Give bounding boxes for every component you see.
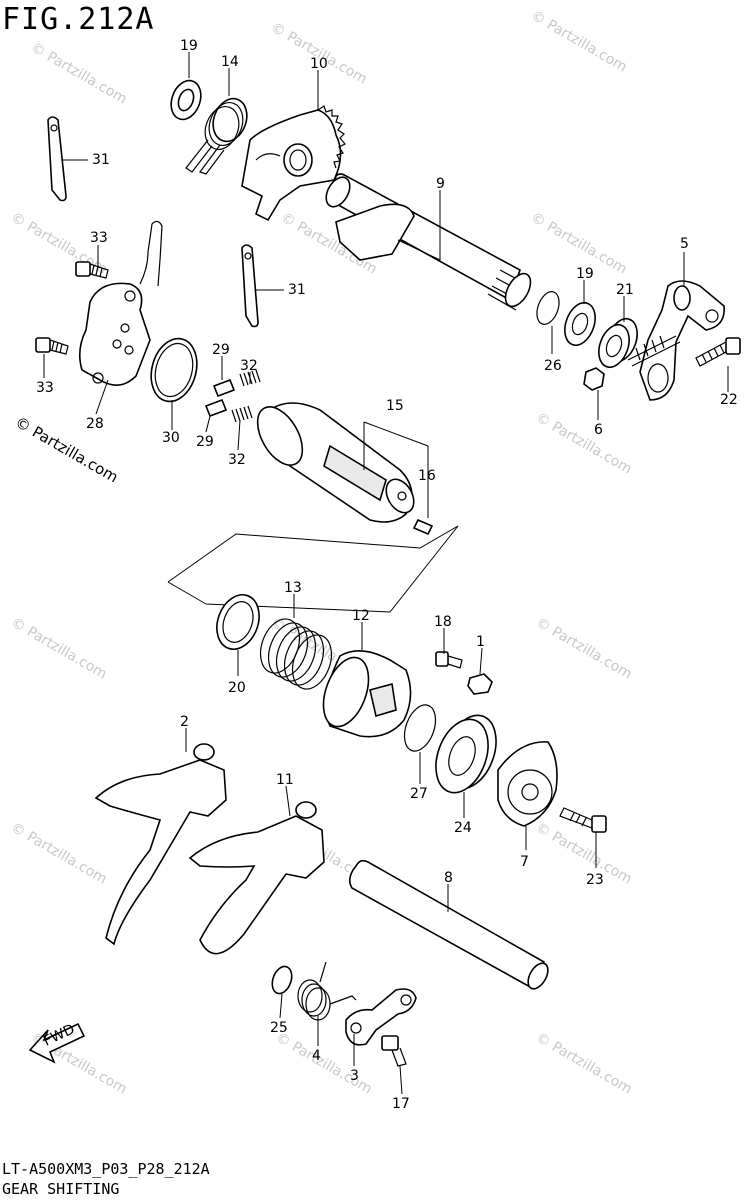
nut-part — [583, 367, 605, 391]
bolt-part — [75, 261, 109, 279]
callout-23: 23 — [586, 872, 604, 888]
bolt-part — [435, 651, 463, 669]
callout-8: 8 — [444, 870, 453, 886]
callout-21: 21 — [616, 282, 634, 298]
watermark: © Partzilla.com — [28, 40, 130, 108]
figure-caption: GEAR SHIFTING — [2, 1180, 120, 1198]
circlip-part — [403, 704, 437, 752]
spring-part — [259, 618, 333, 690]
callout-17: 17 — [392, 1096, 410, 1112]
cotter-pin-part — [241, 244, 259, 328]
gear-part — [497, 741, 558, 827]
leader-lines — [43, 52, 729, 1095]
callout-12: 12 — [352, 608, 370, 624]
callout-2: 2 — [180, 714, 189, 730]
cover-plate-part — [78, 220, 163, 386]
watermark: © Partzilla.com — [8, 615, 110, 683]
bolt-part — [695, 337, 741, 367]
callout-7: 7 — [520, 854, 529, 870]
bearing-part — [435, 714, 497, 794]
callout-19: 19 — [576, 266, 594, 282]
callout-labels: 19 14 10 31 9 33 5 19 21 31 26 22 33 28 … — [36, 38, 738, 1112]
watermark: © Partzilla.com — [268, 20, 370, 88]
washer-part — [271, 965, 293, 995]
watermark: © Partzilla.com — [8, 820, 110, 888]
circlip-part — [536, 291, 560, 325]
callout-20: 20 — [228, 680, 246, 696]
callout-6: 6 — [594, 422, 603, 438]
callout-18: 18 — [434, 614, 452, 630]
callout-24: 24 — [454, 820, 472, 836]
callout-33: 33 — [90, 230, 108, 246]
watermark: © Partzilla.com — [533, 410, 635, 478]
bolt-part — [559, 807, 607, 833]
shift-arm-part — [241, 105, 346, 222]
callout-14: 14 — [221, 54, 239, 70]
callout-15: 15 — [386, 398, 404, 414]
bearing-part — [598, 317, 638, 369]
dowel-pin-part — [412, 518, 434, 536]
watermark: © Partzilla.com — [528, 8, 630, 76]
callout-22: 22 — [720, 392, 738, 408]
washer-part — [467, 673, 493, 695]
shift-fork-part — [94, 743, 227, 946]
callout-3: 3 — [350, 1068, 359, 1084]
callout-31: 31 — [288, 282, 306, 298]
callout-30: 30 — [162, 430, 180, 446]
watermark-main: © Partzilla.com — [12, 413, 121, 486]
washer-part — [216, 594, 260, 650]
callout-1: 1 — [476, 634, 485, 650]
spring-part — [185, 97, 248, 175]
callout-11: 11 — [276, 772, 294, 788]
figure-title: FIG.212A — [2, 2, 155, 37]
watermark: © Partzilla.com — [533, 615, 635, 683]
callout-10: 10 — [310, 56, 328, 72]
model-code: LT-A500XM3_P03_P28_212A — [2, 1160, 210, 1178]
callout-32: 32 — [240, 358, 258, 374]
gearshift-cam-part — [256, 402, 415, 523]
bolt-part — [35, 337, 69, 355]
shift-fork-part — [188, 801, 325, 955]
cotter-pin-part — [47, 116, 67, 202]
callout-32: 32 — [228, 452, 246, 468]
watermark: © Partzilla.com — [533, 1030, 635, 1098]
callout-5: 5 — [680, 236, 689, 252]
washer-part — [564, 301, 596, 347]
callout-16: 16 — [418, 468, 436, 484]
callout-33: 33 — [36, 380, 54, 396]
callout-29: 29 — [196, 434, 214, 450]
callout-19: 19 — [180, 38, 198, 54]
callout-29: 29 — [212, 342, 230, 358]
gear-part — [322, 650, 412, 738]
watermark: © Partzilla.com — [533, 820, 635, 888]
callout-13: 13 — [284, 580, 302, 596]
pin-spring-part — [204, 369, 261, 423]
o-ring-part — [150, 337, 198, 403]
callout-4: 4 — [312, 1048, 321, 1064]
callout-25: 25 — [270, 1020, 288, 1036]
callout-28: 28 — [86, 416, 104, 432]
gear-stopper-part — [345, 988, 417, 1046]
shift-lever-arm-part — [627, 280, 725, 401]
spring-part — [297, 961, 357, 1021]
assembly-bracket-line — [167, 525, 459, 613]
shift-shaft-part — [325, 173, 532, 311]
bolt-part — [381, 1035, 407, 1067]
callout-26: 26 — [544, 358, 562, 374]
callout-27: 27 — [410, 786, 428, 802]
callout-31: 31 — [92, 152, 110, 168]
fork-shaft-part — [348, 859, 549, 990]
callout-9: 9 — [436, 176, 445, 192]
